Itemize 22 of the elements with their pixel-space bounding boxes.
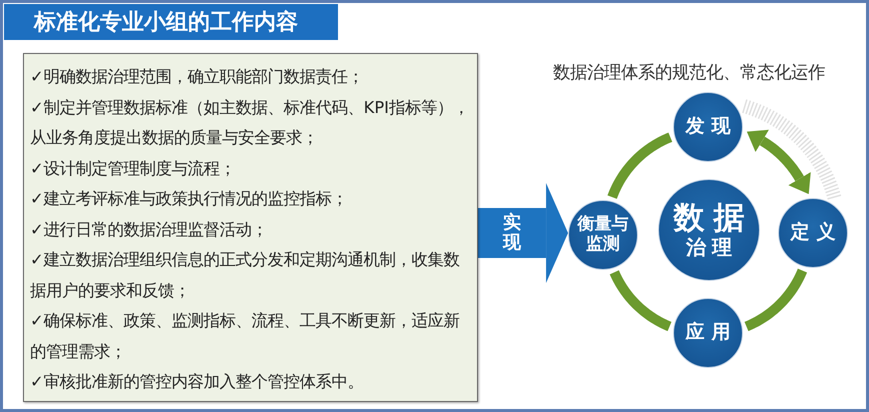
- node-label: 数据: [672, 200, 754, 236]
- list-item: ✓建立考评标准与政策执行情况的监控指标；: [30, 188, 349, 210]
- arc-connector: [743, 267, 808, 332]
- block-arrow: [478, 183, 568, 283]
- edge-label: 实现: [503, 213, 522, 253]
- list-item: ✓制定并管理数据标准（如主数据、标准代码、KPI指标等），从业务角度提出数据的质量与安全要求；: [30, 96, 470, 149]
- node-label: 应用: [684, 322, 737, 344]
- diagram-heading: 数据治理体系的规范化、常态化运作: [553, 62, 825, 84]
- node-label: 治理: [684, 236, 738, 260]
- node-label: 发现: [684, 116, 737, 138]
- title-banner: 标准化专业小组的工作内容: [4, 4, 338, 40]
- node-label: 定义: [789, 222, 842, 244]
- double-arrow: [746, 130, 811, 194]
- list-item: ✓确保标准、政策、监测指标、流程、工具不断更新，适应新的管理需求；: [30, 310, 461, 362]
- node-label: 衡量与监测: [577, 215, 629, 255]
- arc-connector: [610, 269, 673, 332]
- list-item: ✓进行日常的数据治理监督活动；: [30, 218, 269, 240]
- list-item: ✓建立数据治理组织信息的正式分发和定期沟通机制，收集数据用户的要求和反馈；: [30, 249, 461, 302]
- list-item: ✓审核批准新的管控内容加入整个管控体系中。: [30, 371, 365, 393]
- list-item: ✓明确数据治理范围，确立职能部门数据责任；: [30, 66, 365, 88]
- list-item: ✓设计制定管理制度与流程；: [30, 158, 237, 180]
- list-panel: [23, 53, 478, 402]
